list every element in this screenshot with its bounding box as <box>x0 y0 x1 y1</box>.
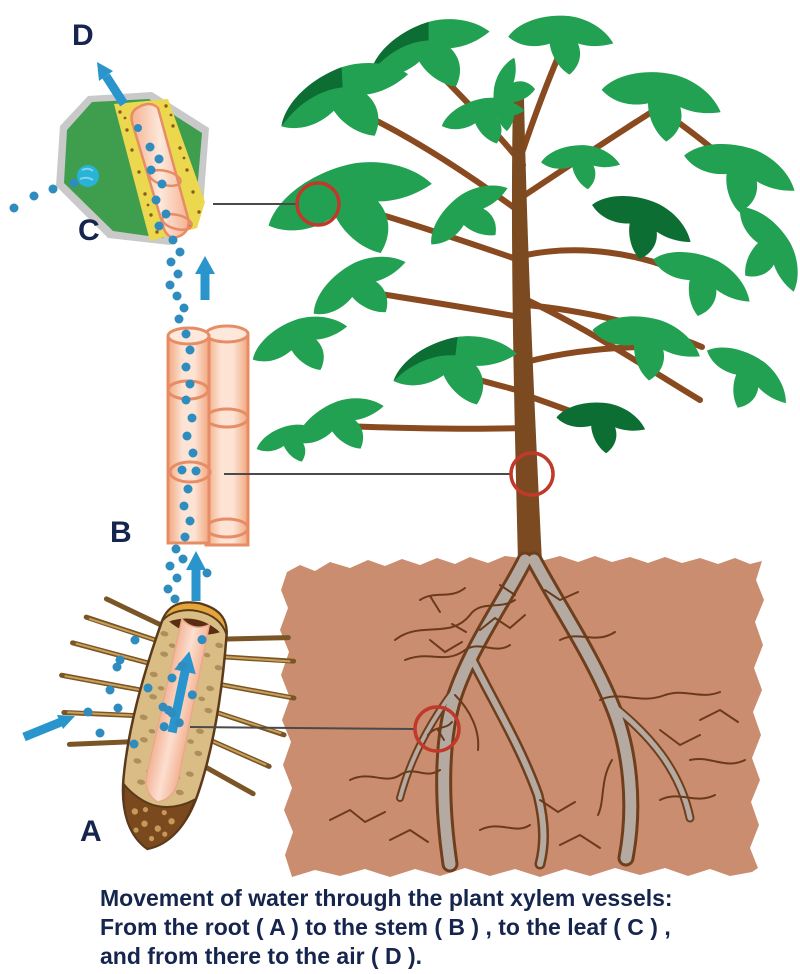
stem-highlight-circle <box>509 451 555 497</box>
tree-trunk <box>511 98 542 562</box>
label-c: C <box>78 214 100 247</box>
caption-line-3: and from there to the air ( D ). <box>100 943 423 969</box>
root-cell-texture <box>133 631 224 796</box>
leaf-section-speckles <box>118 104 201 234</box>
flow-arrows <box>22 62 215 742</box>
caption-line-1: Movement of water through the plant xyle… <box>100 885 673 911</box>
leader-lines <box>189 203 511 730</box>
soil-ground <box>280 551 764 877</box>
main-roots <box>396 551 695 873</box>
water-dots <box>9 124 212 749</box>
root-cap <box>122 782 197 850</box>
leaf-highlight-circle <box>295 181 341 227</box>
label-a: A <box>80 815 102 848</box>
up-arrow-root-to-stem <box>186 551 206 601</box>
label-d: D <box>72 19 94 52</box>
fine-rootlets <box>329 584 746 849</box>
tree-illustration <box>245 7 800 562</box>
figure-caption: Movement of water through the plant xyle… <box>100 884 780 971</box>
label-b: B <box>110 516 132 549</box>
up-arrow-c-to-d <box>195 256 215 300</box>
leaf-section-c <box>56 92 209 245</box>
diagram-art: D C B A <box>9 7 800 877</box>
root-highlight-circle <box>413 705 461 753</box>
caption-line-2: From the root ( A ) to the stem ( B ) , … <box>100 914 671 940</box>
transpiration-arrow-d <box>97 62 128 107</box>
water-entry-arrow <box>22 715 75 742</box>
root-a <box>59 596 297 851</box>
stem-vessels-b <box>166 324 250 547</box>
